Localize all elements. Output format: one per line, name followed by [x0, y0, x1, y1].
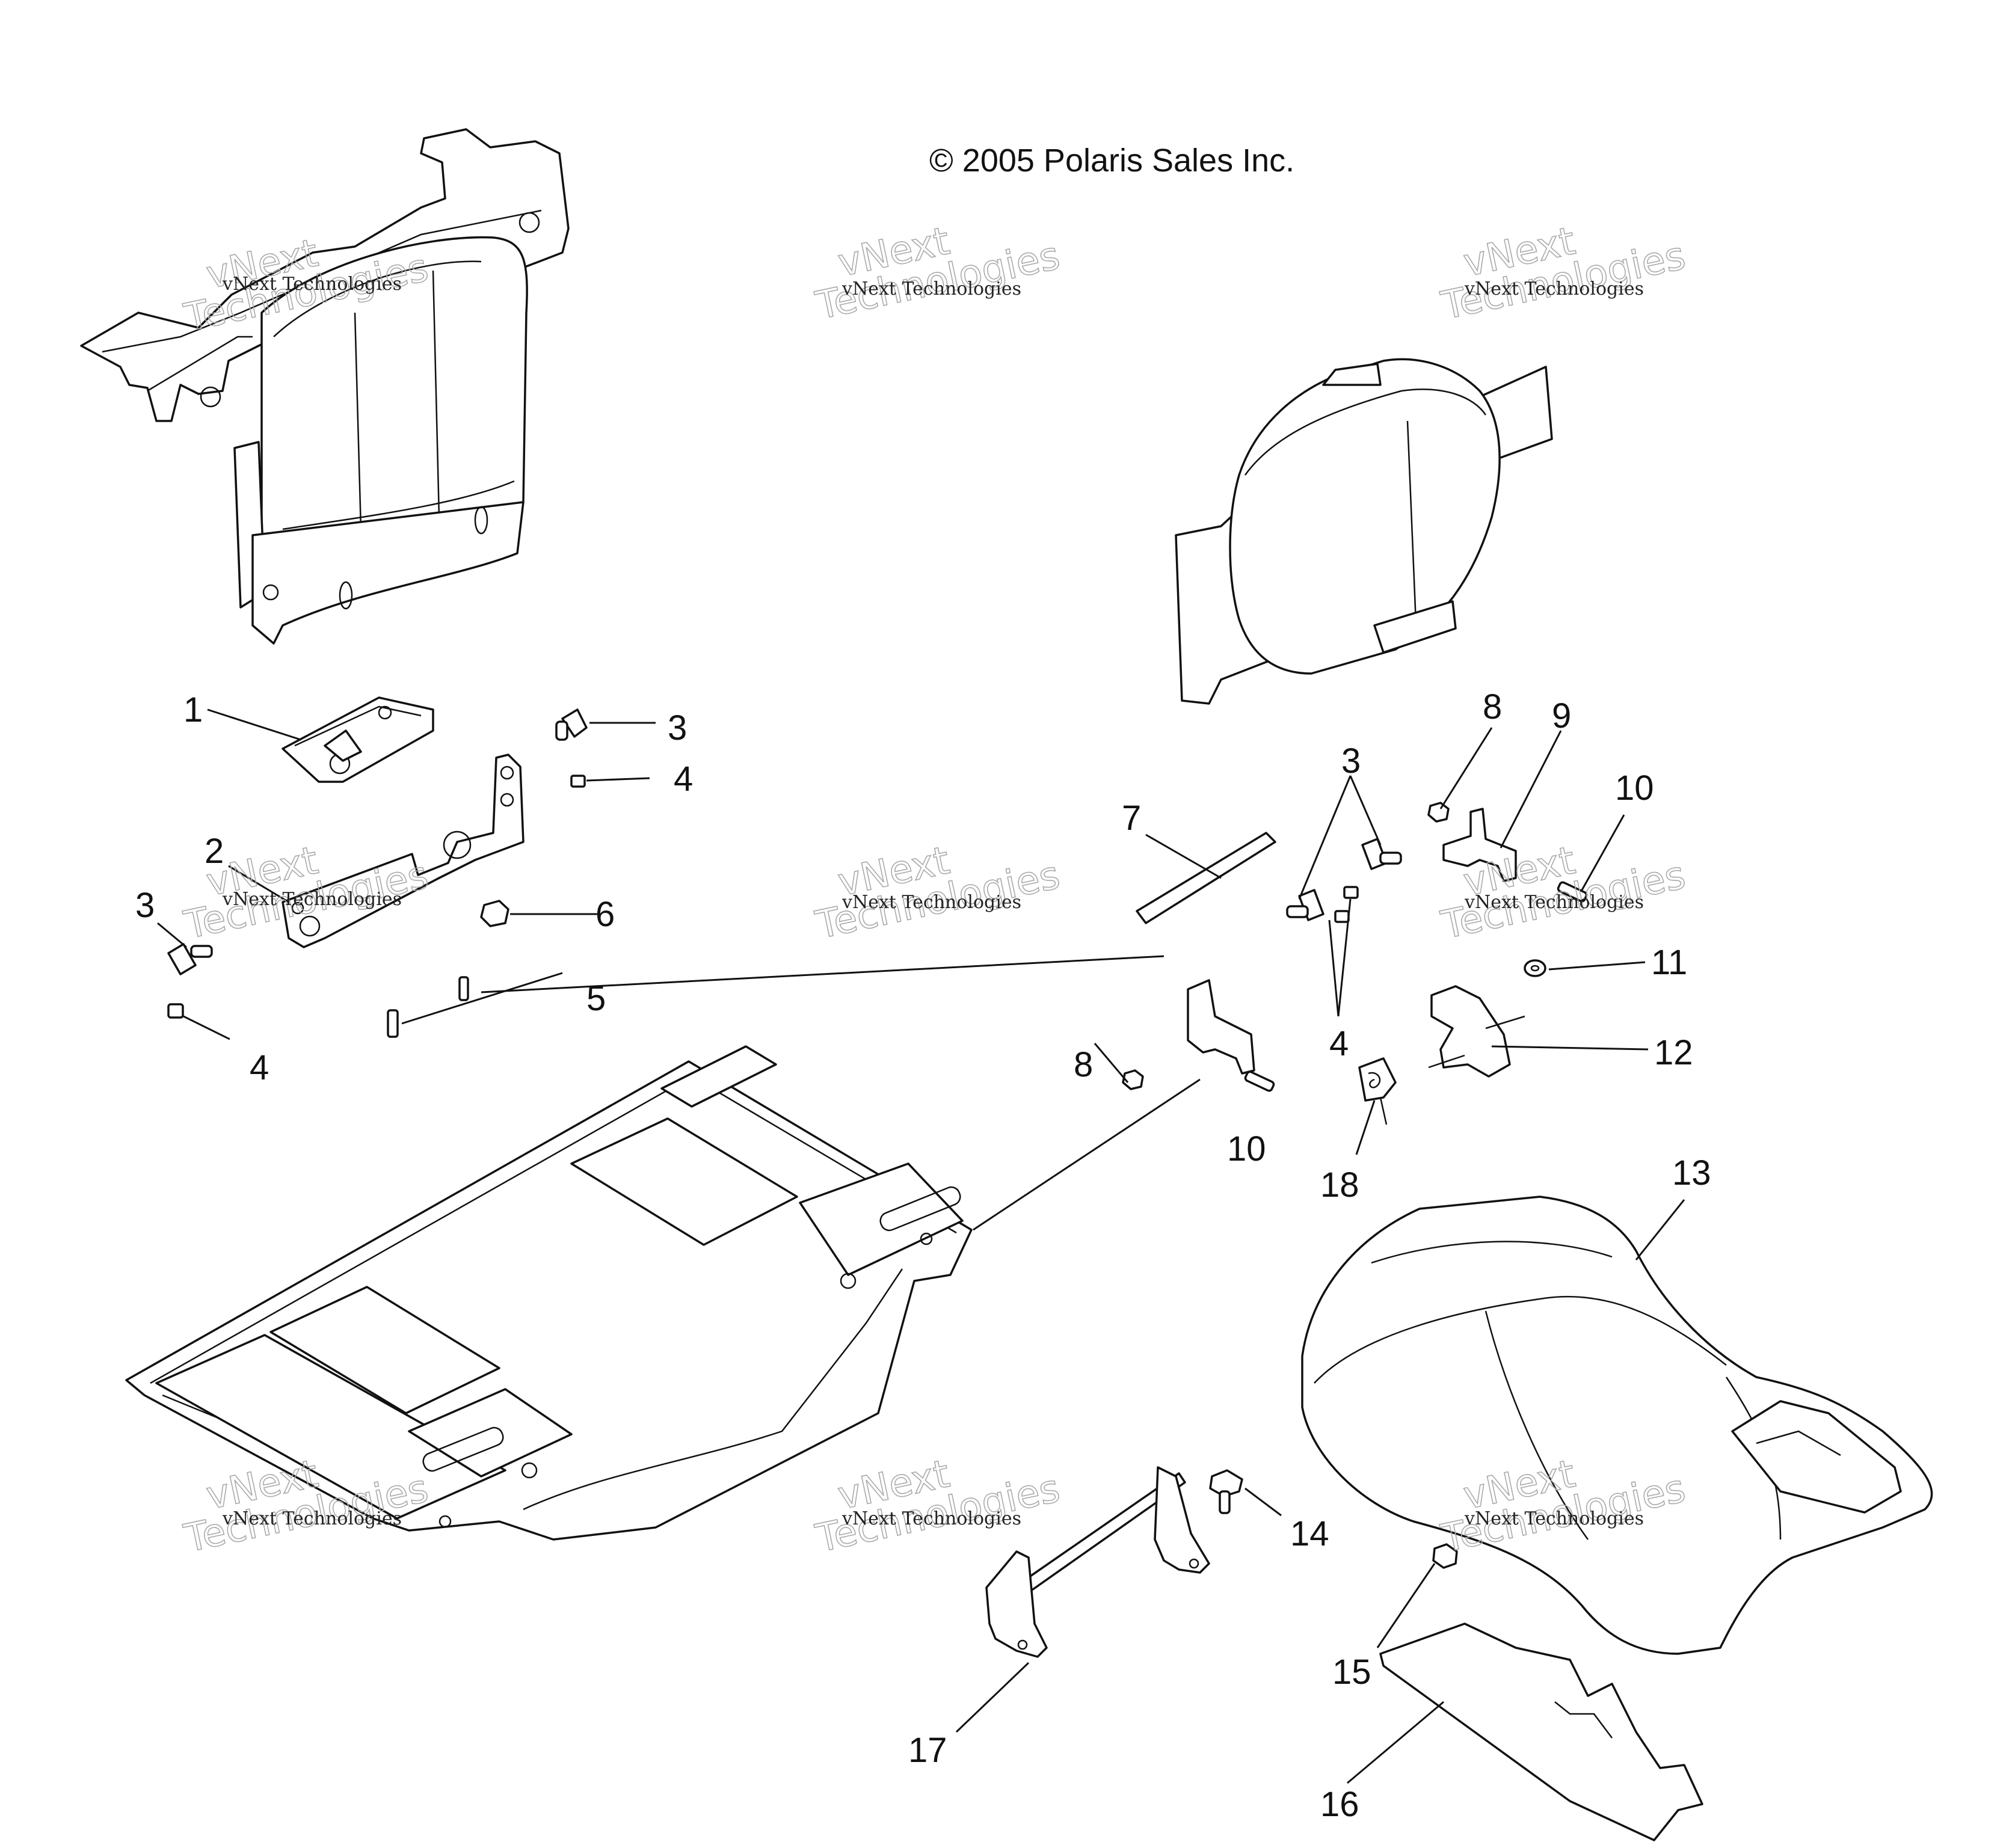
- watermark-8: vNext Technologies: [811, 1451, 1064, 1562]
- callout-14: 14: [1290, 1514, 1329, 1553]
- watermark-7-small: vNext Technologies: [222, 1508, 402, 1529]
- callout-8: 8: [1074, 1045, 1093, 1084]
- callout-11: 11: [1651, 943, 1687, 982]
- part-17-bracket-assembly: [985, 1466, 1210, 1658]
- watermark-6-small: vNext Technologies: [1464, 892, 1644, 913]
- watermark-9-small: vNext Technologies: [1464, 1508, 1644, 1529]
- watermark-3: vNext Technologies: [1437, 218, 1690, 329]
- part-4-bolt-right-a: [1334, 910, 1350, 923]
- callout-6: 6: [595, 895, 615, 934]
- callout-leaders: [157, 708, 1685, 1784]
- part-13-seat: [1301, 1196, 1933, 1655]
- watermark-2-small: vNext Technologies: [841, 278, 1021, 299]
- watermark-1-small: vNext Technologies: [222, 274, 402, 295]
- bracket-center: [1187, 979, 1255, 1075]
- callout-1: 1: [183, 690, 203, 729]
- part-1-latch: [281, 696, 434, 783]
- part-12-latch-plate: [1428, 985, 1525, 1078]
- callout-10: 10: [1615, 769, 1654, 808]
- callout-17: 17: [908, 1731, 947, 1770]
- part-8-nut-lower: [1122, 1069, 1144, 1090]
- watermark-5-small: vNext Technologies: [841, 892, 1021, 913]
- callout-10: 10: [1227, 1129, 1266, 1168]
- callout-3: 3: [1341, 741, 1361, 781]
- part-3-pin-right-b: [1361, 838, 1402, 870]
- frame-to-bracket-line: [973, 1078, 1201, 1231]
- callout-3: 3: [668, 708, 687, 747]
- part-10-bolt-upper: [1557, 881, 1588, 903]
- part-4-bolt-lower-left: [167, 1003, 184, 1019]
- part-5-screw-2: [387, 1009, 399, 1038]
- copyright-text: © 2005 Polaris Sales Inc.: [929, 143, 1294, 179]
- backrest-pad: [1175, 358, 1553, 705]
- part-3-pin-lower-left: [167, 943, 213, 975]
- part-5-screw-1: [458, 976, 469, 1001]
- watermark-2: vNext Technologies: [811, 218, 1064, 329]
- callout-8: 8: [1483, 687, 1502, 726]
- rear-storage-box: [80, 128, 570, 645]
- part-4-bolt-upper-left: [570, 775, 586, 788]
- part-4-bolt-right-b: [1343, 886, 1359, 899]
- seat-base-frame: [125, 1045, 973, 1541]
- part-2-bracket: [281, 754, 525, 948]
- callout-16: 16: [1320, 1785, 1359, 1824]
- callout-9: 9: [1552, 696, 1571, 735]
- part-14-bolt: [1209, 1469, 1243, 1514]
- callout-15: 15: [1332, 1653, 1371, 1692]
- watermark-4-small: vNext Technologies: [222, 889, 402, 910]
- part-3-pin-right-a: [1286, 889, 1324, 921]
- part-8-nut-upper: [1427, 802, 1450, 823]
- part-6-nut: [480, 900, 509, 927]
- part-18-spring: [1358, 1057, 1397, 1125]
- callout-13: 13: [1672, 1153, 1711, 1193]
- callout-5: 5: [586, 979, 606, 1018]
- callout-4: 4: [1329, 1024, 1349, 1063]
- callout-12: 12: [1654, 1033, 1693, 1072]
- watermark-3-small: vNext Technologies: [1464, 278, 1644, 299]
- watermark-4: vNext Technologies: [180, 838, 432, 948]
- callout-4: 4: [250, 1048, 269, 1087]
- part-10-bolt-lower: [1244, 1070, 1275, 1092]
- callout-2: 2: [205, 832, 224, 871]
- part-3-pin-upper-left: [555, 708, 588, 741]
- callout-numbers: 1 2 3 4 3 4 5 6 7 8 9 10 3 4 8 11 12 10 …: [135, 687, 1711, 1824]
- part-16-plate: [1379, 1622, 1703, 1841]
- part-9-bracket: [1442, 808, 1517, 882]
- watermark-5: vNext Technologies: [811, 838, 1064, 948]
- callout-4: 4: [674, 760, 693, 799]
- callout-3: 3: [135, 886, 155, 925]
- part-11-washer: [1524, 959, 1546, 977]
- callout-7: 7: [1122, 799, 1141, 838]
- part-15-nut: [1432, 1543, 1458, 1569]
- callout-18: 18: [1320, 1165, 1359, 1205]
- part-7-rod: [1136, 832, 1276, 924]
- watermark-8-small: vNext Technologies: [841, 1508, 1021, 1529]
